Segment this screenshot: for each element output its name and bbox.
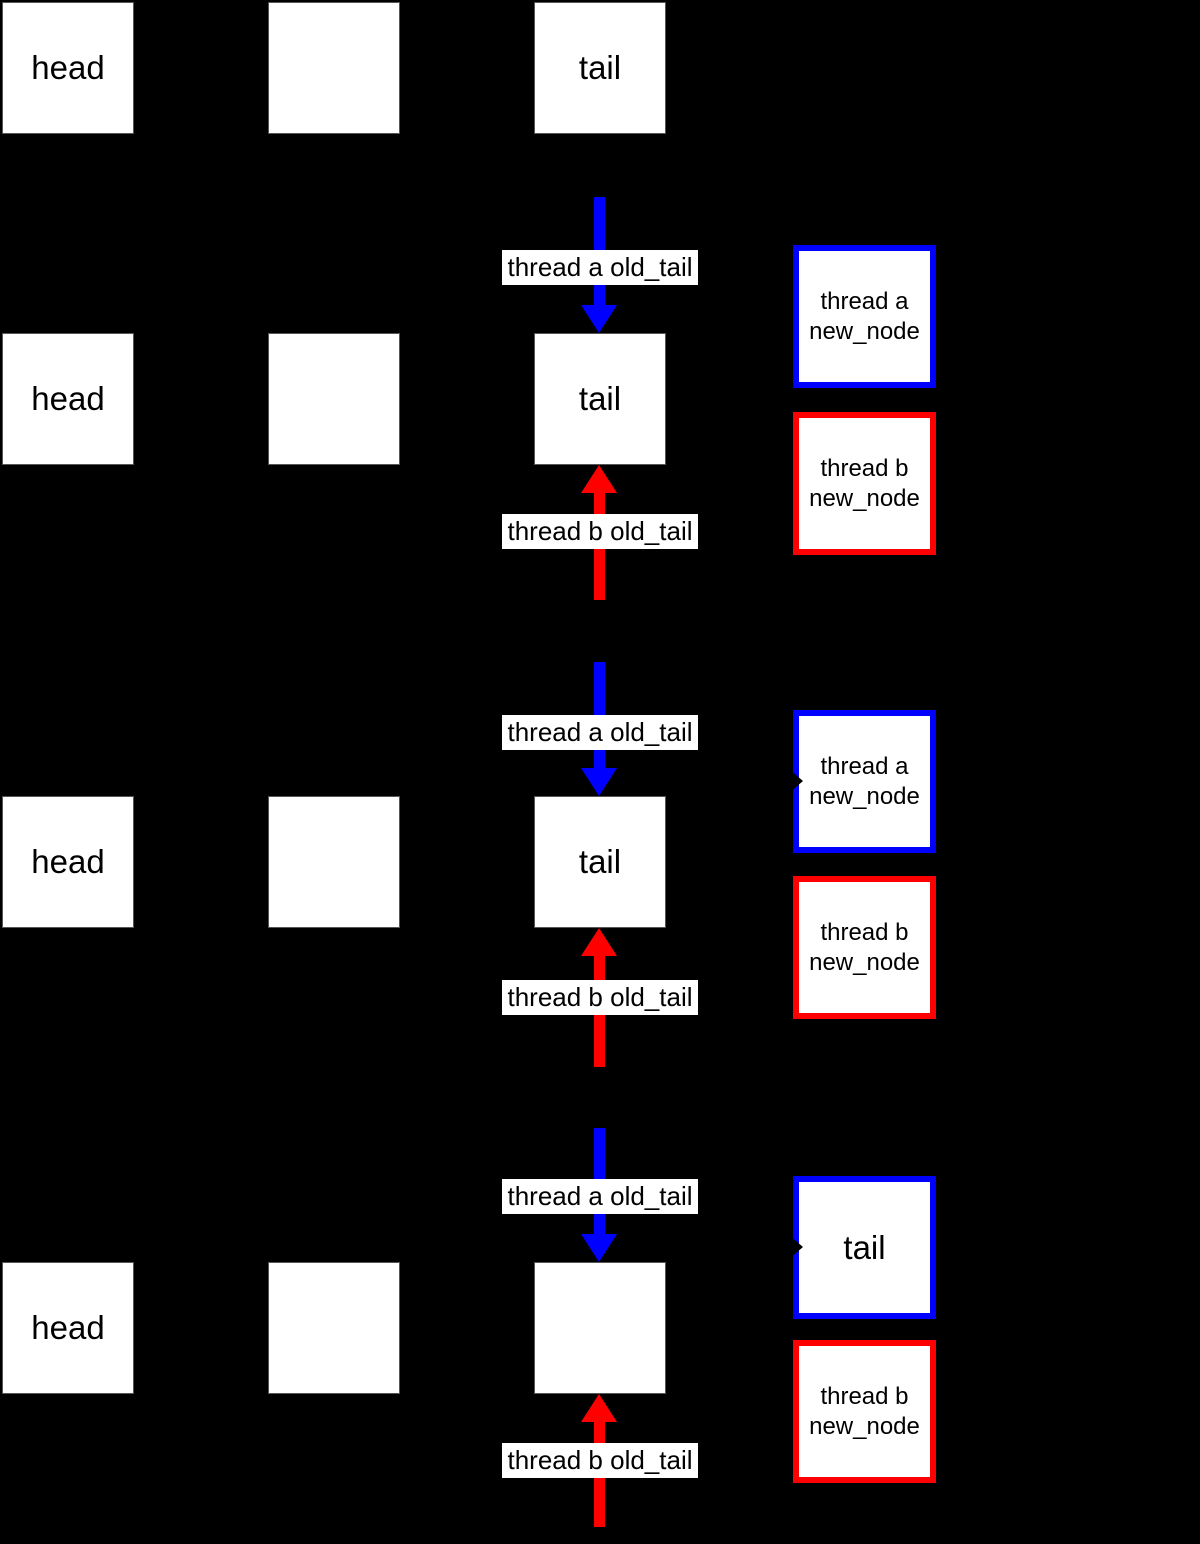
thread-a-new-node-label-line1: thread a: [820, 287, 909, 315]
thread-b-new-node-label-line2: new_node: [809, 1412, 920, 1440]
thread-b-arrow-head: [581, 928, 617, 956]
thread-a-old-tail-label: thread a old_tail: [502, 1179, 698, 1214]
middle-node-box: [268, 333, 400, 465]
head-pointer-label: head: [31, 49, 105, 86]
thread-b-arrow-head: [581, 1394, 617, 1422]
thread-a-arrow-head: [581, 305, 617, 333]
thread-b-new-node-box: thread b new_node: [793, 876, 936, 1019]
middle-node-box: [268, 796, 400, 928]
thread-b-new-node-label-line1: thread b: [820, 454, 909, 482]
thread-b-new-node-label-line1: thread b: [820, 918, 909, 946]
old-tail-node-box: [534, 1262, 666, 1394]
tail-node-label: tail: [578, 380, 622, 417]
head-pointer-label: head: [31, 1309, 105, 1346]
new-tail-node-box: tail: [793, 1176, 936, 1319]
black-arrowhead-notch: [261, 392, 268, 406]
head-pointer-box: head: [2, 2, 134, 134]
black-arrowhead-notch: [527, 392, 534, 406]
thread-b-arrow-head: [581, 465, 617, 493]
thread-b-old-tail-label: thread b old_tail: [502, 980, 698, 1015]
thread-b-new-node-label-line2: new_node: [809, 484, 920, 512]
head-pointer-box: head: [2, 333, 134, 465]
black-arrowhead-notch: [261, 855, 268, 869]
black-arrowhead-notch: [527, 855, 534, 869]
black-arrowhead-notch: [261, 1321, 268, 1335]
black-arrowhead-notch: [527, 61, 534, 75]
black-arrowhead-notch: [527, 1321, 534, 1335]
thread-a-new-node-label-line2: new_node: [809, 317, 920, 345]
thread-a-new-node-label-line1: thread a: [820, 752, 909, 780]
middle-node-box: [268, 2, 400, 134]
thread-a-new-node-box: thread a new_node: [793, 710, 936, 853]
middle-node-box: [268, 1262, 400, 1394]
tail-node-label: tail: [578, 843, 622, 880]
thread-b-new-node-box: thread b new_node: [793, 1340, 936, 1483]
black-arrowhead-notch: [789, 769, 803, 793]
tail-node-box: tail: [534, 796, 666, 928]
thread-b-new-node-label-line1: thread b: [820, 1382, 909, 1410]
head-pointer-label: head: [31, 843, 105, 880]
black-arrowhead-notch: [789, 1235, 803, 1259]
head-pointer-label: head: [31, 380, 105, 417]
tail-node-label: tail: [578, 49, 622, 86]
thread-a-old-tail-label: thread a old_tail: [502, 250, 698, 285]
thread-b-old-tail-label: thread b old_tail: [502, 514, 698, 549]
new-tail-node-label-line1: tail: [843, 1228, 886, 1266]
thread-b-new-node-label-line2: new_node: [809, 948, 920, 976]
thread-a-arrow-head: [581, 768, 617, 796]
black-arrowhead-notch: [261, 61, 268, 75]
thread-b-old-tail-label: thread b old_tail: [502, 1443, 698, 1478]
thread-a-new-node-box: thread a new_node: [793, 245, 936, 388]
tail-node-box: tail: [534, 2, 666, 134]
head-pointer-box: head: [2, 796, 134, 928]
tail-node-box: tail: [534, 333, 666, 465]
thread-a-arrow-head: [581, 1234, 617, 1262]
head-pointer-box: head: [2, 1262, 134, 1394]
thread-b-new-node-box: thread b new_node: [793, 412, 936, 555]
thread-a-new-node-label-line2: new_node: [809, 782, 920, 810]
thread-a-old-tail-label: thread a old_tail: [502, 715, 698, 750]
